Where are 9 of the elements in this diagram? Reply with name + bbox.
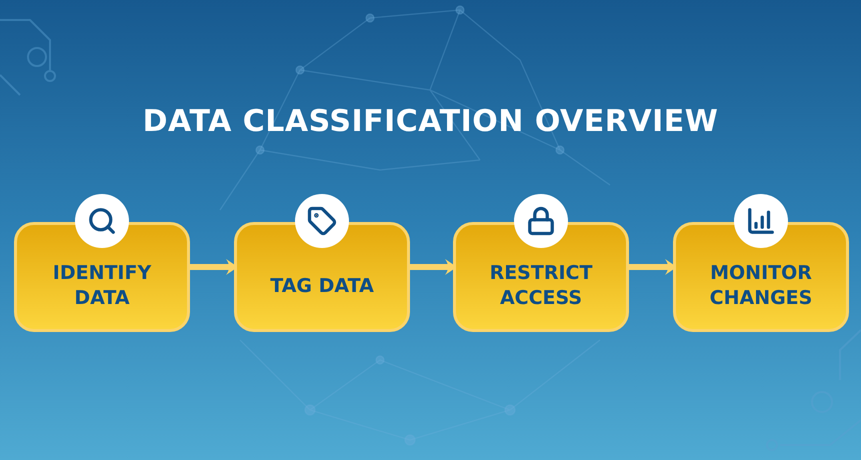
step-label: TAG DATA xyxy=(270,274,374,298)
step-label: RESTRICT ACCESS xyxy=(488,261,594,311)
step-box xyxy=(234,222,410,332)
step-label: MONITOR CHANGES xyxy=(708,261,814,311)
step-label: IDENTIFY DATA xyxy=(52,261,152,311)
step-box xyxy=(673,222,849,332)
title: DATA CLASSIFICATION OVERVIEW xyxy=(142,104,718,139)
step-box xyxy=(14,222,190,332)
step-box xyxy=(453,222,629,332)
